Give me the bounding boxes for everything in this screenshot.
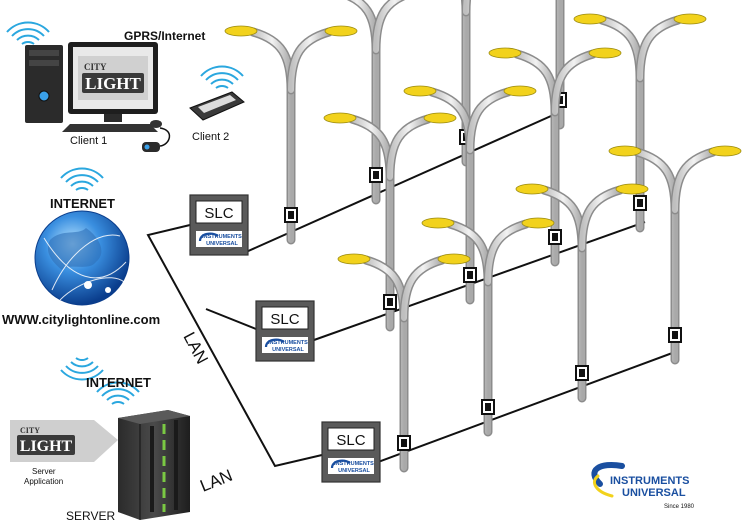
internet-label-top: INTERNET [50,196,115,211]
wifi-icon [60,167,104,191]
website-label: WWW.citylightonline.com [2,312,160,327]
street-light [609,146,741,360]
server-application-label-line2: Application [24,477,63,486]
gprs-internet-label: GPRS/Internet [124,29,205,43]
city-light-logo-monitor: CITY LIGHT [78,56,148,100]
lan-label-lower: LAN [197,466,235,496]
slc-label: SLC [204,205,233,222]
internet-globe [34,167,130,381]
logo-light-text: LIGHT [85,74,141,93]
slc-badge-line2: UNIVERSAL [338,468,370,474]
logo-light-text: LIGHT [20,438,73,455]
server-application-label-line1: Server [32,467,56,476]
slc-controller-2: SLC INSTRUMENTS UNIVERSAL [254,299,316,363]
city-light-logo-server: CITY LIGHT [17,426,75,455]
street-light [574,14,706,228]
slc-badge-line1: INSTRUMENTS [334,461,374,467]
slc-controller-1: SLC INSTRUMENTS UNIVERSAL [188,193,250,257]
brand-name-line1: INSTRUMENTS [610,475,689,487]
slc-controller-3: SLC INSTRUMENTS UNIVERSAL [320,420,382,484]
logo-city-text: CITY [20,426,40,435]
street-light [516,184,648,398]
lan-label-upper: LAN [179,329,211,367]
light-row-3 [338,146,741,468]
slc-label: SLC [270,311,299,328]
light-row-1 [225,0,626,253]
client-2-label: Client 2 [192,131,229,143]
street-light [422,218,554,432]
slc-badge-line1: INSTRUMENTS [202,234,242,240]
brand-since: Since 1980 [664,504,695,510]
light-row-2 [313,14,706,341]
brand-name-line2: UNIVERSAL [622,487,686,499]
slc-badge-line1: INSTRUMENTS [268,340,308,346]
lan-wiring [146,224,323,468]
instruments-universal-logo: INSTRUMENTS UNIVERSAL Since 1980 [591,462,695,510]
server-label: SERVER [66,509,115,523]
client-2-device [189,65,245,121]
client-1-label: Client 1 [70,135,107,147]
wifi-icon [6,21,50,45]
slc-label: SLC [336,432,365,449]
wifi-icon [200,65,244,89]
internet-label-bottom: INTERNET [86,375,151,390]
logo-city-text: CITY [84,62,107,72]
slc-badge-line2: UNIVERSAL [272,347,304,353]
slc-badge-line2: UNIVERSAL [206,241,238,247]
